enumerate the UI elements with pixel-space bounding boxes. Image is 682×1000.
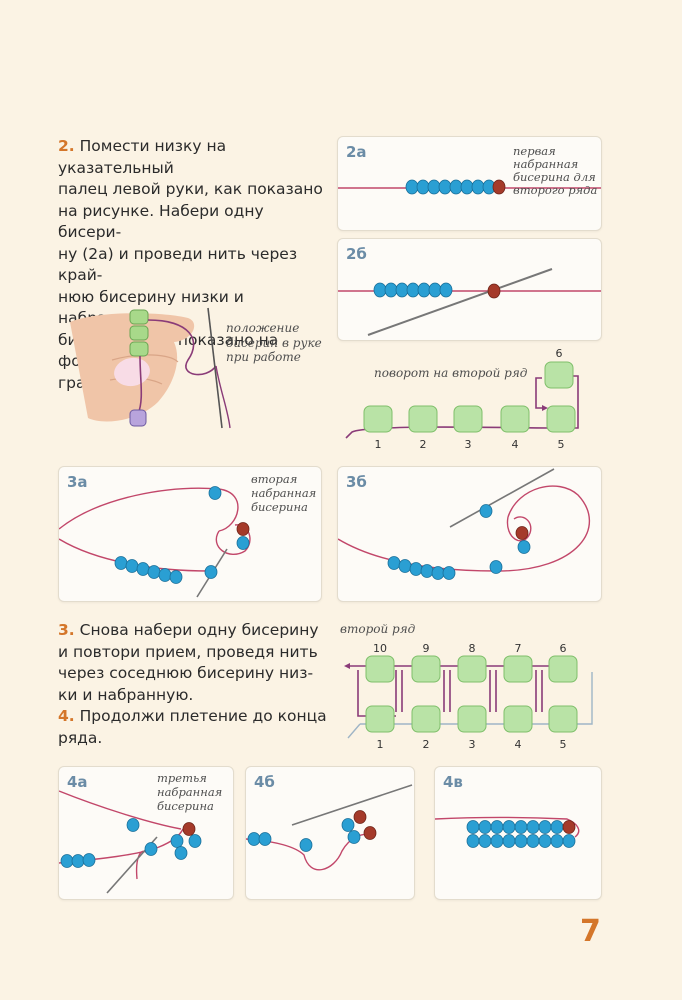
- diagram-2-bottom-number: 1: [377, 738, 384, 751]
- step-2-line: на рисунке. Набери одну бисери-: [58, 201, 264, 242]
- panel-3a-caption-line: бисерина: [251, 500, 308, 514]
- hand-caption-line: при работе: [226, 350, 301, 364]
- diagram-1-caption: поворот на второй ряд: [374, 366, 528, 380]
- diagram-turn-to-second-row: 1 2 3 4 5 6: [345, 347, 579, 451]
- photo-3a-illustration: [59, 486, 251, 598]
- photo-panel-4a: 4а третья набранная бисерина: [58, 766, 234, 900]
- diagram-2-top-number: 9: [423, 642, 430, 655]
- panel-4b-label: 4б: [254, 773, 275, 791]
- panel-3a-caption-line: набранная: [251, 486, 317, 500]
- panel-2a-caption-line: бисерина для: [513, 170, 596, 184]
- photo-panel-3a: 3а вторая набранная бисерина: [58, 466, 322, 602]
- panel-3b-label: 3б: [346, 473, 367, 491]
- step-3-line: и повтори прием, проведя нить: [58, 642, 318, 661]
- hand-caption-line: положение: [226, 321, 300, 335]
- diagram-2-bottom-number: 4: [515, 738, 522, 751]
- panel-4a-label: 4а: [67, 773, 88, 791]
- panel-2a-caption: первая набранная бисерина для второго ря…: [513, 145, 597, 197]
- diagram-2-top-number: 10: [373, 642, 387, 655]
- hand-illustration: [70, 307, 231, 429]
- diagram-1-number: 4: [512, 438, 519, 451]
- step-2-line: Помести низку на указательный: [58, 137, 227, 177]
- diagram-1-number: 6: [556, 347, 563, 360]
- photo-3b-illustration: [338, 468, 590, 580]
- diagram-1-number: 3: [465, 438, 472, 451]
- panel-4c-label: 4в: [443, 773, 463, 791]
- panel-3a-caption: вторая набранная бисерина: [251, 472, 316, 514]
- panel-2b-label: 2б: [346, 245, 367, 263]
- step-4-text: 4. Продолжи плетение до конца ряда.: [58, 706, 328, 749]
- photo-4c-illustration: [435, 816, 580, 848]
- step-4-line: Продолжи плетение до конца: [79, 707, 327, 725]
- photo-panel-3b: 3б: [337, 466, 602, 602]
- photo-4b-illustration: [246, 784, 413, 871]
- diagram-2-top-number: 6: [560, 642, 567, 655]
- photo-2a-illustration: [338, 179, 601, 195]
- step-3-line: Снова набери одну бисерину: [79, 621, 319, 639]
- step-3-number: 3.: [58, 621, 75, 639]
- diagram-2-bottom-number: 5: [560, 738, 567, 751]
- diagram-1-number: 2: [420, 438, 427, 451]
- step-4-line: ряда.: [58, 728, 103, 747]
- photo-panel-2a: 2а первая набранная бисерина для второго…: [337, 136, 602, 231]
- diagram-1-number: 1: [375, 438, 382, 451]
- photo-4a-illustration: [59, 790, 202, 894]
- step-2-line: палец левой руки, как показано: [58, 180, 323, 198]
- panel-4a-caption-line: набранная: [157, 785, 223, 799]
- diagram-2-caption: второй ряд: [340, 622, 416, 636]
- photo-panel-2b: 2б: [337, 238, 602, 341]
- step-3-line: через соседнюю бисерину низ-: [58, 664, 314, 682]
- panel-2a-label: 2а: [346, 143, 367, 161]
- diagram-2-bottom-number: 3: [469, 738, 476, 751]
- panel-4a-caption-line: бисерина: [157, 799, 214, 813]
- photo-2b-illustration: [338, 268, 601, 336]
- photo-panel-4c: 4в: [434, 766, 602, 900]
- diagram-second-row: 10 9 8 7 6 1 2 3 4 5: [344, 642, 593, 751]
- step-2-text: 2. Помести низку на указательный палец л…: [58, 136, 328, 394]
- panel-4a-caption-line: третья: [157, 771, 207, 785]
- diagram-1-number: 5: [558, 438, 565, 451]
- step-4-number: 4.: [58, 707, 75, 725]
- panel-2a-caption-line: первая: [513, 144, 556, 158]
- step-2-line: ну (2а) и проведи нить через край-: [58, 244, 298, 285]
- photo-panel-4b: 4б: [245, 766, 415, 900]
- diagram-2-top-number: 8: [469, 642, 476, 655]
- page-number: 7: [580, 914, 601, 949]
- step-3-line: ки и набранную.: [58, 685, 194, 704]
- step-2-number: 2.: [58, 137, 75, 155]
- panel-3a-caption-line: вторая: [251, 472, 298, 486]
- panel-2a-caption-line: набранная: [513, 157, 579, 171]
- step-3-text: 3. Снова набери одну бисерину и повтори …: [58, 620, 328, 706]
- diagram-2-bottom-number: 2: [423, 738, 430, 751]
- diagram-2-top-number: 7: [515, 642, 522, 655]
- panel-4a-caption: третья набранная бисерина: [157, 771, 222, 813]
- panel-2a-caption-line: второго ряда: [513, 183, 598, 197]
- panel-3a-label: 3а: [67, 473, 88, 491]
- hand-caption-line: бисерин в руке: [226, 335, 322, 350]
- hand-caption: положение бисерин в руке при работе: [226, 321, 322, 365]
